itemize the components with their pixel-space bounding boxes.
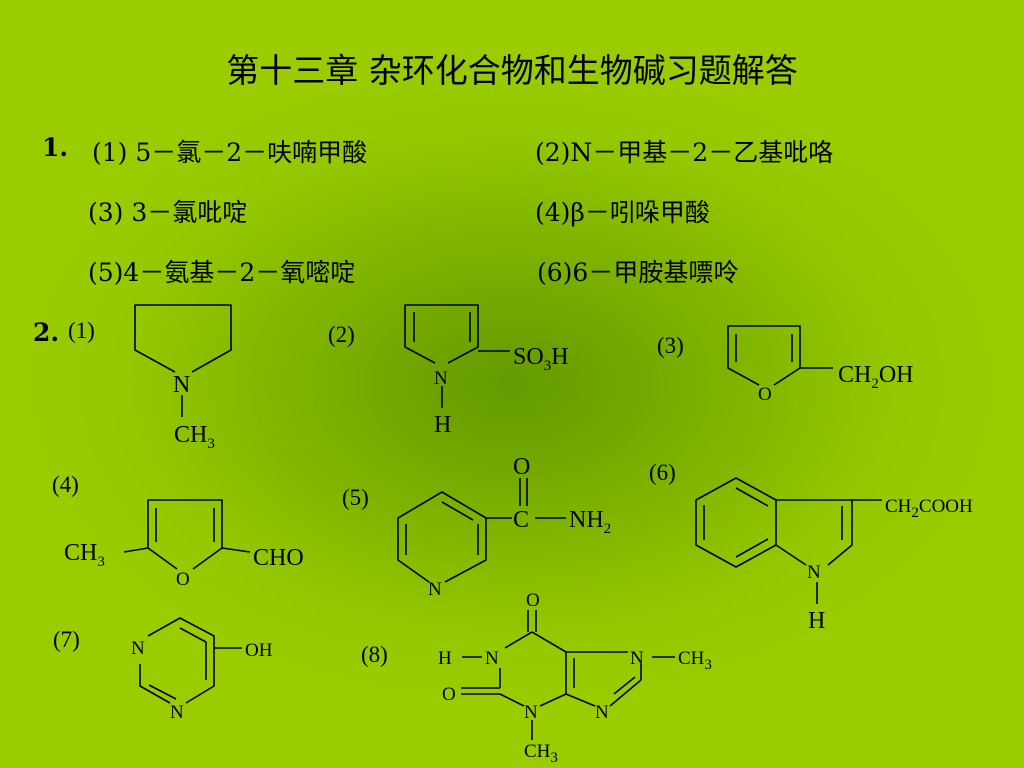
s7-oh: OH [245, 640, 273, 661]
s8-n3: N [524, 702, 538, 723]
s6-h: H [808, 608, 825, 634]
q2-label-2: (2) [328, 322, 355, 347]
s8-n7: N [630, 648, 644, 669]
structure-7-pyrimidine [139, 617, 242, 704]
s8-n1: N [485, 648, 499, 669]
s5-o: O [513, 454, 530, 480]
question-1-number: 1. [42, 133, 69, 162]
s4-cho: CHO [253, 545, 304, 571]
s3-o: O [758, 384, 772, 405]
q1-item-2: (2)N－甲基－2－乙基吡咯 [535, 138, 834, 167]
s5-n: N [428, 579, 442, 600]
question-2-number: 2. [33, 318, 60, 347]
s4-methyl: CH3 [64, 540, 105, 570]
s5-nh2: NH2 [569, 507, 611, 537]
s8-ch3-bottom: CH3 [524, 741, 558, 766]
s8-ch3-right: CH3 [678, 648, 712, 673]
structure-1-pyrrolidine [134, 304, 232, 417]
s8-h: H [438, 648, 452, 669]
q1-item-5: (5)4－氨基－2－氧嘧啶 [88, 258, 356, 287]
q1-item-1: (1) 5－氯－2－呋喃甲酸 [92, 138, 368, 167]
s7-n1: N [131, 638, 145, 659]
q2-label-3: (3) [657, 333, 684, 358]
q1-item-6: (6)6－甲胺基嘌呤 [537, 258, 739, 287]
s7-n3: N [170, 702, 184, 723]
s8-n9: N [595, 702, 609, 723]
s3-ch2oh: CH2OH [838, 362, 914, 392]
s8-o6: O [526, 590, 540, 611]
s2-so3h: SO3H [513, 344, 569, 374]
s6-n: N [807, 562, 821, 583]
q2-label-7: (7) [53, 627, 80, 652]
q2-label-8: (8) [361, 642, 388, 667]
q2-label-6: (6) [649, 460, 676, 485]
s6-ch2cooh: CH2COOH [885, 496, 973, 521]
s2-n: N [434, 368, 448, 389]
structure-3-furan [727, 325, 833, 386]
q2-label-1: (1) [68, 318, 95, 343]
s1-n: N [173, 372, 190, 398]
s4-o: O [176, 569, 190, 590]
structure-6-indole [695, 477, 882, 604]
q2-label-4: (4) [52, 472, 79, 497]
s8-o2: O [442, 684, 456, 705]
structure-8-purine [461, 610, 675, 740]
q2-label-5: (5) [342, 485, 369, 510]
s2-h: H [434, 412, 451, 438]
q1-item-4: (4)β－吲哚甲酸 [535, 198, 710, 227]
s1-methyl: CH3 [174, 422, 215, 452]
structure-2-pyrrole [404, 304, 510, 408]
slide-title: 第十三章 杂环化合物和生物碱习题解答 [226, 51, 798, 90]
structure-5-pyridine [397, 478, 566, 583]
s5-c: C [513, 507, 529, 533]
structure-4-furan [123, 499, 251, 570]
q1-item-3: (3) 3－氯吡啶 [88, 198, 248, 227]
